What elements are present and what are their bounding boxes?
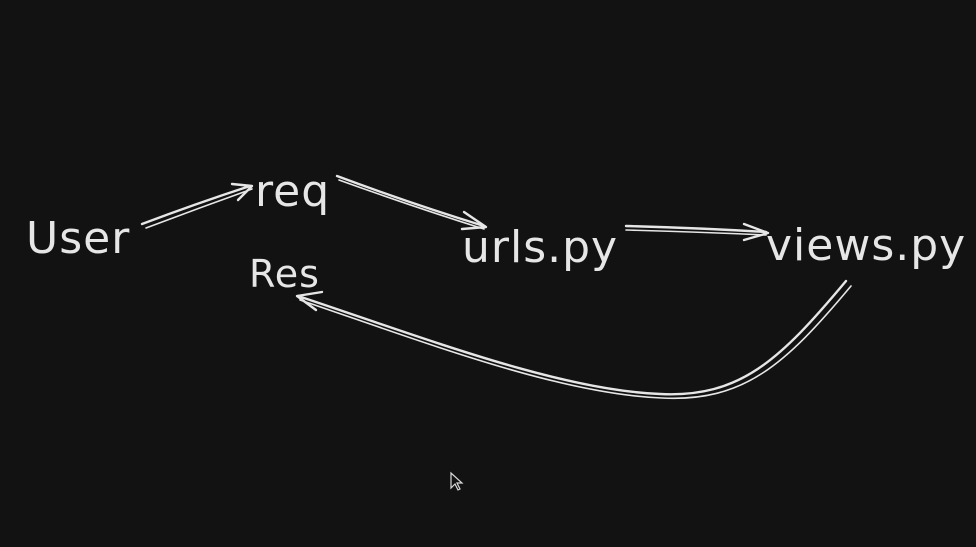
node-req[interactable]: req	[255, 166, 330, 217]
arrow-urls-to-views[interactable]	[624, 222, 770, 242]
node-user[interactable]: User	[26, 213, 130, 264]
node-res[interactable]: Res	[249, 252, 320, 296]
node-views[interactable]: views.py	[766, 220, 966, 271]
arrow-req-to-urls[interactable]	[335, 174, 488, 231]
arrow-user-to-req[interactable]	[140, 182, 254, 229]
mouse-pointer-icon	[450, 471, 464, 491]
arrow-views-to-res[interactable]	[295, 279, 852, 400]
node-urls[interactable]: urls.py	[462, 222, 618, 273]
